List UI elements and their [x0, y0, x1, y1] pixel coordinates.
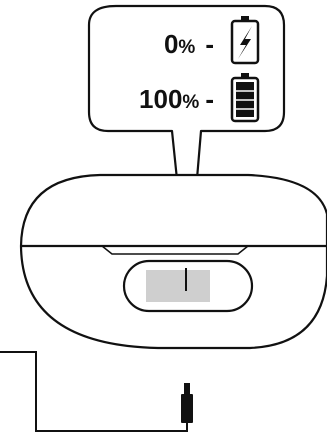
battery-full-icon	[230, 73, 260, 123]
level-empty-label: 0%-	[164, 29, 214, 59]
level-empty-number: 0	[164, 29, 178, 59]
cable-plug-tip	[184, 383, 190, 394]
level-empty-dash: -	[205, 29, 214, 59]
level-empty-unit: %	[178, 37, 195, 58]
charging-case-icon	[19, 173, 327, 350]
level-full-unit: %	[182, 92, 199, 113]
usb-c-cable-icon	[0, 351, 193, 432]
cable-plug-body	[181, 394, 193, 423]
level-full-dash: -	[205, 84, 214, 114]
status-light	[146, 270, 210, 302]
battery-charging-empty-icon	[230, 16, 260, 65]
case-hinge	[101, 245, 249, 255]
level-full-number: 100	[139, 84, 182, 114]
status-callout: 0%- 100%-	[87, 4, 286, 288]
cable-wire	[0, 351, 188, 432]
level-full-label: 100%-	[139, 84, 214, 114]
